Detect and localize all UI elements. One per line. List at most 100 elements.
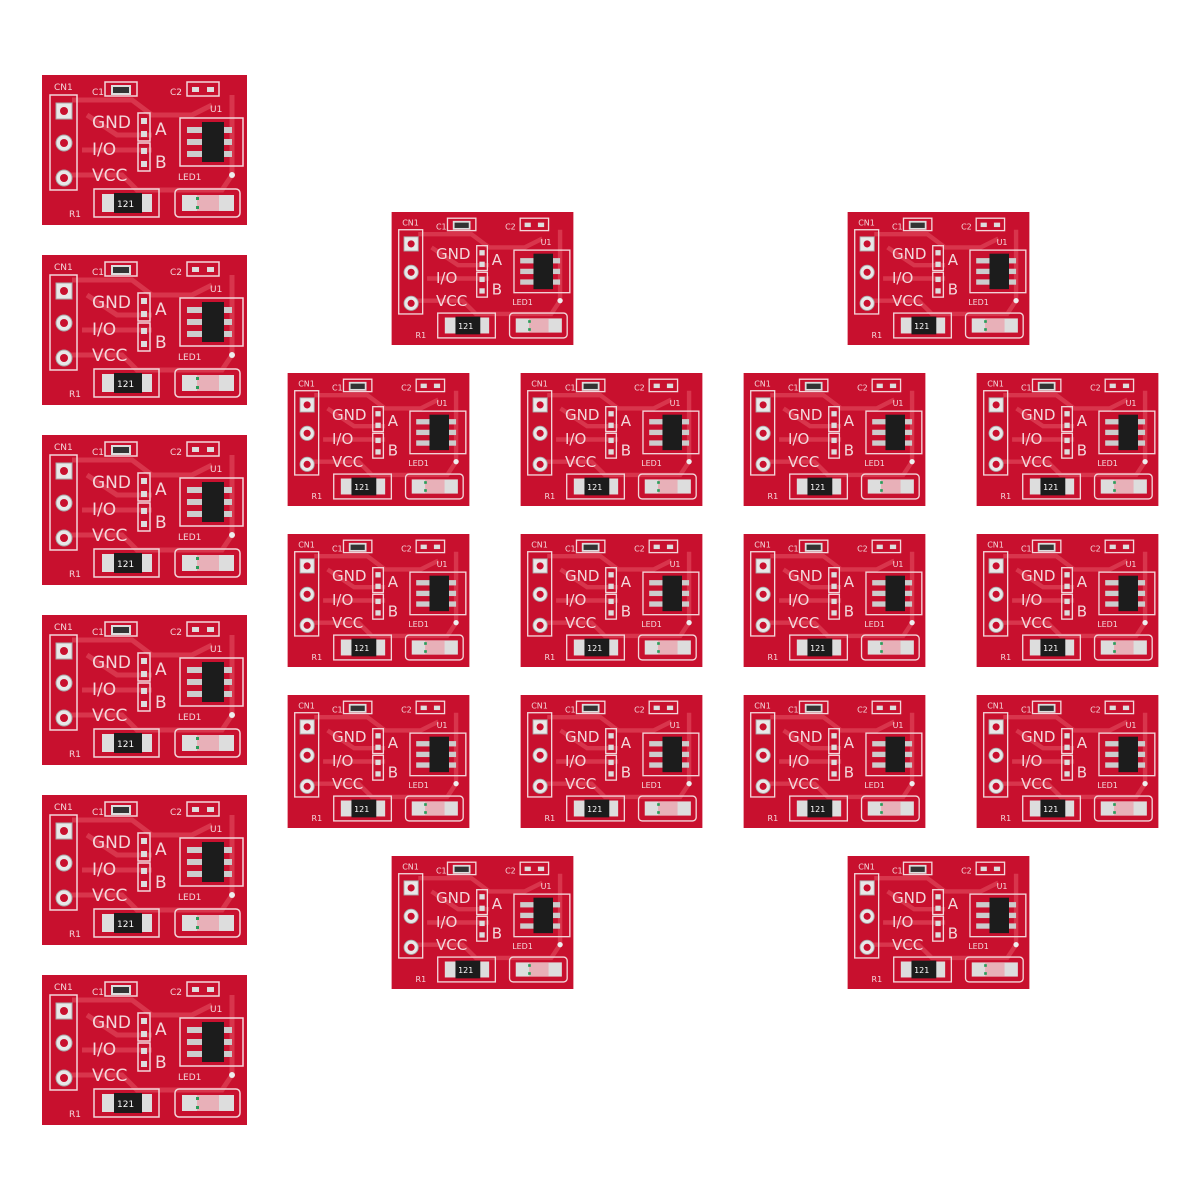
silk-c1: C1 xyxy=(332,384,343,393)
silk-b: B xyxy=(155,333,167,353)
silk-gnd: GND xyxy=(332,728,367,746)
silk-c2: C2 xyxy=(505,223,516,232)
silk-cn1: CN1 xyxy=(54,803,73,813)
silk-u1: U1 xyxy=(1126,721,1137,730)
silk-u1: U1 xyxy=(210,825,222,835)
silk-u1: U1 xyxy=(1126,560,1137,569)
silk-vcc: VCC xyxy=(332,453,363,471)
silk-a: A xyxy=(388,573,399,591)
silk-c2: C2 xyxy=(170,448,182,458)
silk-io: I/O xyxy=(436,913,458,931)
silk-u1: U1 xyxy=(997,238,1008,247)
silk-cn1: CN1 xyxy=(987,701,1004,710)
silk-u1: U1 xyxy=(210,465,222,475)
resistor-marking: 121 xyxy=(1043,483,1058,492)
silk-led1: LED1 xyxy=(178,1073,201,1083)
silk-b: B xyxy=(1077,602,1087,620)
silk-c1: C1 xyxy=(565,545,576,554)
silk-io: I/O xyxy=(92,680,116,700)
silk-io: I/O xyxy=(565,752,587,770)
silk-led1: LED1 xyxy=(512,942,533,951)
silk-c2: C2 xyxy=(857,706,868,715)
touch-sensor-module-16: CN1 C1 C2 U1 GND I/O VCC A B LED1 R1 121 xyxy=(520,534,703,667)
silk-r1: R1 xyxy=(768,492,779,501)
silk-a: A xyxy=(492,251,503,269)
silk-r1: R1 xyxy=(768,653,779,662)
silk-r1: R1 xyxy=(545,653,556,662)
touch-sensor-module-19: CN1 C1 C2 U1 GND I/O VCC A B LED1 R1 121 xyxy=(287,695,470,828)
silk-cn1: CN1 xyxy=(531,379,548,388)
silk-cn1: CN1 xyxy=(754,379,771,388)
silk-u1: U1 xyxy=(670,399,681,408)
silk-led1: LED1 xyxy=(178,713,201,723)
silk-vcc: VCC xyxy=(565,453,596,471)
silk-gnd: GND xyxy=(1021,728,1056,746)
pcb-board-graphic: CN1 C1 C2 U1 GND I/O VCC A B LED1 R1 121 xyxy=(42,435,247,585)
silk-io: I/O xyxy=(332,591,354,609)
silk-r1: R1 xyxy=(1001,492,1012,501)
silk-cn1: CN1 xyxy=(987,540,1004,549)
silk-u1: U1 xyxy=(437,399,448,408)
silk-gnd: GND xyxy=(436,245,471,263)
resistor-marking: 121 xyxy=(354,483,369,492)
silk-b: B xyxy=(621,602,631,620)
silk-c2: C2 xyxy=(170,268,182,278)
touch-sensor-module-13: CN1 C1 C2 U1 GND I/O VCC A B LED1 R1 121 xyxy=(743,373,926,506)
silk-c1: C1 xyxy=(788,545,799,554)
silk-b: B xyxy=(492,924,502,942)
silk-io: I/O xyxy=(1021,591,1043,609)
silk-b: B xyxy=(844,602,854,620)
silk-a: A xyxy=(492,895,503,913)
silk-vcc: VCC xyxy=(332,775,363,793)
silk-c2: C2 xyxy=(961,223,972,232)
resistor-marking: 121 xyxy=(587,805,602,814)
silk-r1: R1 xyxy=(312,492,323,501)
silk-gnd: GND xyxy=(92,1013,131,1033)
pcb-board-graphic: CN1 C1 C2 U1 GND I/O VCC A B LED1 R1 121 xyxy=(42,255,247,405)
silk-c1: C1 xyxy=(788,706,799,715)
silk-c1: C1 xyxy=(92,448,104,458)
silk-io: I/O xyxy=(565,591,587,609)
silk-led1: LED1 xyxy=(864,459,885,468)
silk-gnd: GND xyxy=(565,406,600,424)
pcb-board-graphic: CN1 C1 C2 U1 GND I/O VCC A B LED1 R1 121 xyxy=(287,373,470,506)
silk-u1: U1 xyxy=(210,1005,222,1015)
resistor-marking: 121 xyxy=(1043,805,1058,814)
silk-vcc: VCC xyxy=(92,346,127,366)
silk-r1: R1 xyxy=(69,750,81,760)
silk-gnd: GND xyxy=(788,567,823,585)
silk-c2: C2 xyxy=(857,384,868,393)
silk-c2: C2 xyxy=(1090,706,1101,715)
resistor-marking: 121 xyxy=(587,644,602,653)
silk-r1: R1 xyxy=(69,570,81,580)
silk-b: B xyxy=(388,441,398,459)
silk-c1: C1 xyxy=(92,988,104,998)
silk-r1: R1 xyxy=(872,331,883,340)
silk-gnd: GND xyxy=(565,567,600,585)
silk-a: A xyxy=(1077,573,1088,591)
silk-r1: R1 xyxy=(545,492,556,501)
silk-io: I/O xyxy=(1021,752,1043,770)
silk-c2: C2 xyxy=(961,867,972,876)
silk-b: B xyxy=(844,763,854,781)
silk-vcc: VCC xyxy=(436,936,467,954)
silk-vcc: VCC xyxy=(788,453,819,471)
silk-vcc: VCC xyxy=(436,292,467,310)
pcb-board-graphic: CN1 C1 C2 U1 GND I/O VCC A B LED1 R1 121 xyxy=(976,373,1159,506)
silk-c2: C2 xyxy=(857,545,868,554)
silk-a: A xyxy=(844,734,855,752)
silk-led1: LED1 xyxy=(1097,781,1118,790)
silk-io: I/O xyxy=(92,1040,116,1060)
silk-c2: C2 xyxy=(401,706,412,715)
silk-io: I/O xyxy=(892,269,914,287)
silk-c1: C1 xyxy=(92,88,104,98)
silk-a: A xyxy=(155,120,167,140)
silk-cn1: CN1 xyxy=(858,862,875,871)
silk-b: B xyxy=(155,153,167,173)
silk-led1: LED1 xyxy=(968,942,989,951)
silk-b: B xyxy=(155,513,167,533)
silk-led1: LED1 xyxy=(1097,459,1118,468)
silk-u1: U1 xyxy=(670,721,681,730)
silk-b: B xyxy=(948,924,958,942)
silk-c2: C2 xyxy=(1090,545,1101,554)
